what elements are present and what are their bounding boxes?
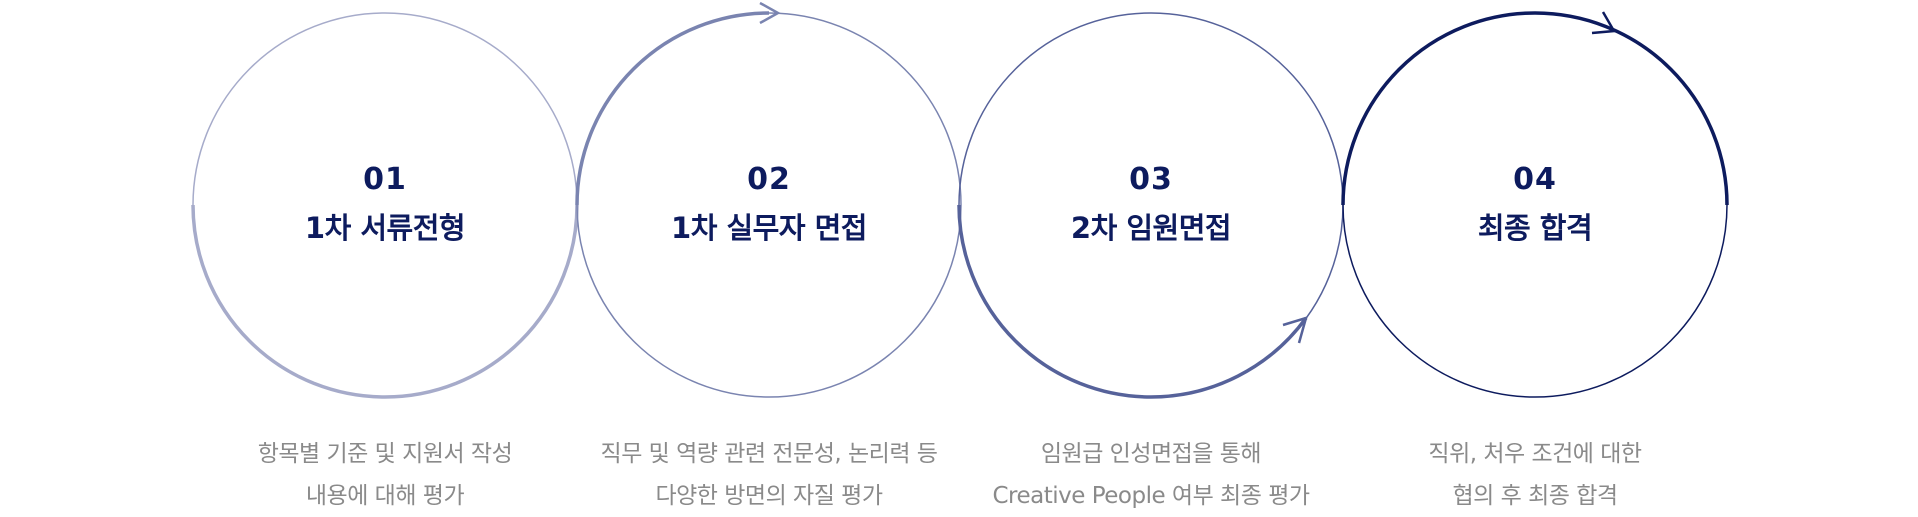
step-4-desc-line-2: 협의 후 최종 합격 bbox=[1452, 483, 1618, 509]
step-1-number: 01 bbox=[363, 162, 407, 197]
step-2-circle-group bbox=[575, 1, 962, 398]
step-3-desc-line-2: Creative People 여부 최종 평가 bbox=[992, 483, 1310, 509]
step-4-description: 직위, 처우 조건에 대한 협의 후 최종 합격 bbox=[1325, 433, 1745, 517]
step-3-number: 03 bbox=[1129, 162, 1173, 197]
step-1-progress-arc bbox=[191, 204, 579, 399]
step-4-circle-group bbox=[1341, 11, 1729, 398]
step-3-description: 임원급 인성면접을 통해 Creative People 여부 최종 평가 bbox=[941, 433, 1361, 517]
step-4-heading: 04 최종 합격 bbox=[1355, 160, 1715, 248]
step-3-title: 2차 임원면접 bbox=[1070, 211, 1232, 245]
step-2-arrow-icon bbox=[759, 1, 781, 25]
step-1-desc-line-2: 내용에 대해 평가 bbox=[305, 483, 465, 509]
step-1-heading: 01 1차 서류전형 bbox=[205, 160, 565, 248]
step-4-title: 최종 합격 bbox=[1477, 211, 1593, 245]
step-2-title: 1차 실무자 면접 bbox=[671, 211, 867, 245]
step-4-progress-arc bbox=[1341, 11, 1729, 206]
step-1-title: 1차 서류전형 bbox=[304, 211, 466, 245]
step-3-arrow-icon bbox=[1282, 316, 1308, 344]
step-2-number: 02 bbox=[747, 162, 791, 197]
step-4-desc-line-1: 직위, 처우 조건에 대한 bbox=[1428, 441, 1642, 467]
step-4-arrow-icon bbox=[1591, 11, 1617, 35]
step-1-description: 항목별 기준 및 지원서 작성 내용에 대해 평가 bbox=[175, 433, 595, 517]
step-3-desc-line-1: 임원급 인성면접을 통해 bbox=[1040, 441, 1262, 467]
step-2-heading: 02 1차 실무자 면접 bbox=[589, 160, 949, 248]
step-3-progress-arc bbox=[957, 204, 1308, 399]
step-2-desc-line-1: 직무 및 역량 관련 전문성, 논리력 등 bbox=[600, 441, 938, 467]
step-1-desc-line-1: 항목별 기준 및 지원서 작성 bbox=[257, 441, 513, 467]
step-2-desc-line-2: 다양한 방면의 자질 평가 bbox=[655, 483, 883, 509]
step-3-heading: 03 2차 임원면접 bbox=[971, 160, 1331, 248]
step-2-description: 직무 및 역량 관련 전문성, 논리력 등 다양한 방면의 자질 평가 bbox=[559, 433, 979, 517]
step-2-progress-arc bbox=[575, 11, 770, 206]
step-4-number: 04 bbox=[1513, 162, 1557, 197]
